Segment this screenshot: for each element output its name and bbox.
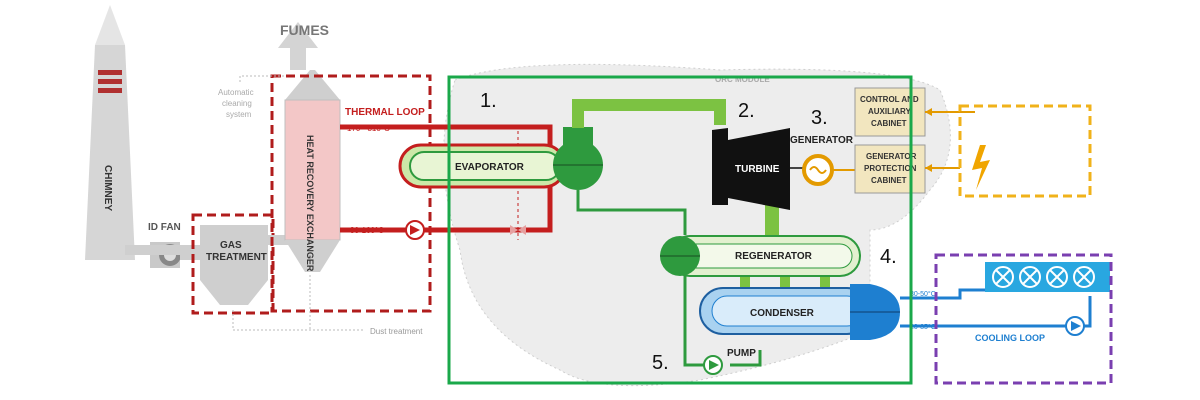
heat-recovery-label: HEAT RECOVERY EXCHANGER: [305, 135, 315, 272]
evaporator-label: EVAPORATOR: [455, 162, 525, 173]
gas-duct: [125, 245, 200, 260]
cooling-temp-high: 30-50°C: [910, 290, 936, 298]
cooling-loop-label: COOLING LOOP: [975, 333, 1045, 343]
generator-protection-label: GENERATOR PROTECTION CABINET: [864, 152, 919, 185]
cleaning-arrow: [239, 75, 285, 82]
electric-arrow-2: [925, 164, 932, 172]
annotation-5: 5.: [652, 352, 669, 374]
pump-label: PUMP: [727, 348, 756, 359]
annotation-3: 3.: [811, 107, 828, 129]
heat-recovery-exchanger: HEAT RECOVERY EXCHANGER: [284, 70, 341, 272]
cooling-dashed-box: [934, 253, 1113, 385]
id-fan-label: ID FAN: [148, 222, 181, 233]
annotation-2: 2.: [738, 100, 755, 122]
dust-line: [232, 275, 365, 331]
control-cabinet-label: CONTROL AND AUXILIARY CABINET: [860, 95, 921, 128]
cooling-temp-low: 20-35°C: [910, 323, 936, 331]
annotation-4: 4.: [880, 246, 897, 268]
generator-protection-cabinet: [854, 144, 926, 194]
pump-arrow: [709, 360, 719, 370]
generator-symbol: [809, 166, 827, 174]
condenser-label: CONDENSER: [750, 308, 815, 319]
chimney-label: CHIMNEY: [102, 165, 113, 211]
liquid-pipe: [576, 190, 762, 367]
dust-treatment-label: Dust treatment: [370, 327, 423, 336]
gas-treatment-label: GAS TREATMENT: [206, 240, 267, 263]
fumes-label: FUMES: [280, 22, 329, 38]
automatic-cleaning-label: Automatic cleaning system: [218, 88, 256, 119]
gas-treatment-label-2: TREATMENT: [206, 252, 267, 263]
gas-treatment-dashed-box: [191, 213, 275, 315]
orc-module-box: [447, 75, 913, 385]
fumes-arrow: [278, 22, 318, 70]
electric-arrow-1: [925, 108, 932, 116]
gas-treatment-hopper: [200, 280, 268, 305]
gas-treatment-label-1: GAS: [220, 240, 242, 251]
orc-module-label: ORC MODULE: [715, 75, 770, 84]
vapor-pipe: [572, 99, 726, 128]
generator-label: GENERATOR: [790, 135, 854, 146]
turbine-label: TURBINE: [735, 164, 780, 175]
chimney: CHIMNEY: [85, 5, 135, 260]
gas-treatment-box: [200, 225, 268, 280]
heat-recovery-dashed-box: [270, 74, 432, 313]
cooling-fan-icons: [992, 266, 1095, 288]
regenerator-label: REGENERATOR: [735, 251, 813, 262]
control-cabinet: [854, 87, 926, 137]
annotation-1: 1.: [480, 90, 497, 112]
cooling-pump-arrow: [1071, 321, 1081, 331]
thermal-pump-arrow: [410, 225, 420, 235]
thermal-loop-label: THERMAL LOOP: [345, 107, 425, 118]
evaporator-head-top: [563, 127, 593, 147]
lightning-icon: [972, 145, 990, 190]
turbine-icon: [712, 128, 790, 210]
electric-output-dashed-box: [958, 104, 1092, 198]
